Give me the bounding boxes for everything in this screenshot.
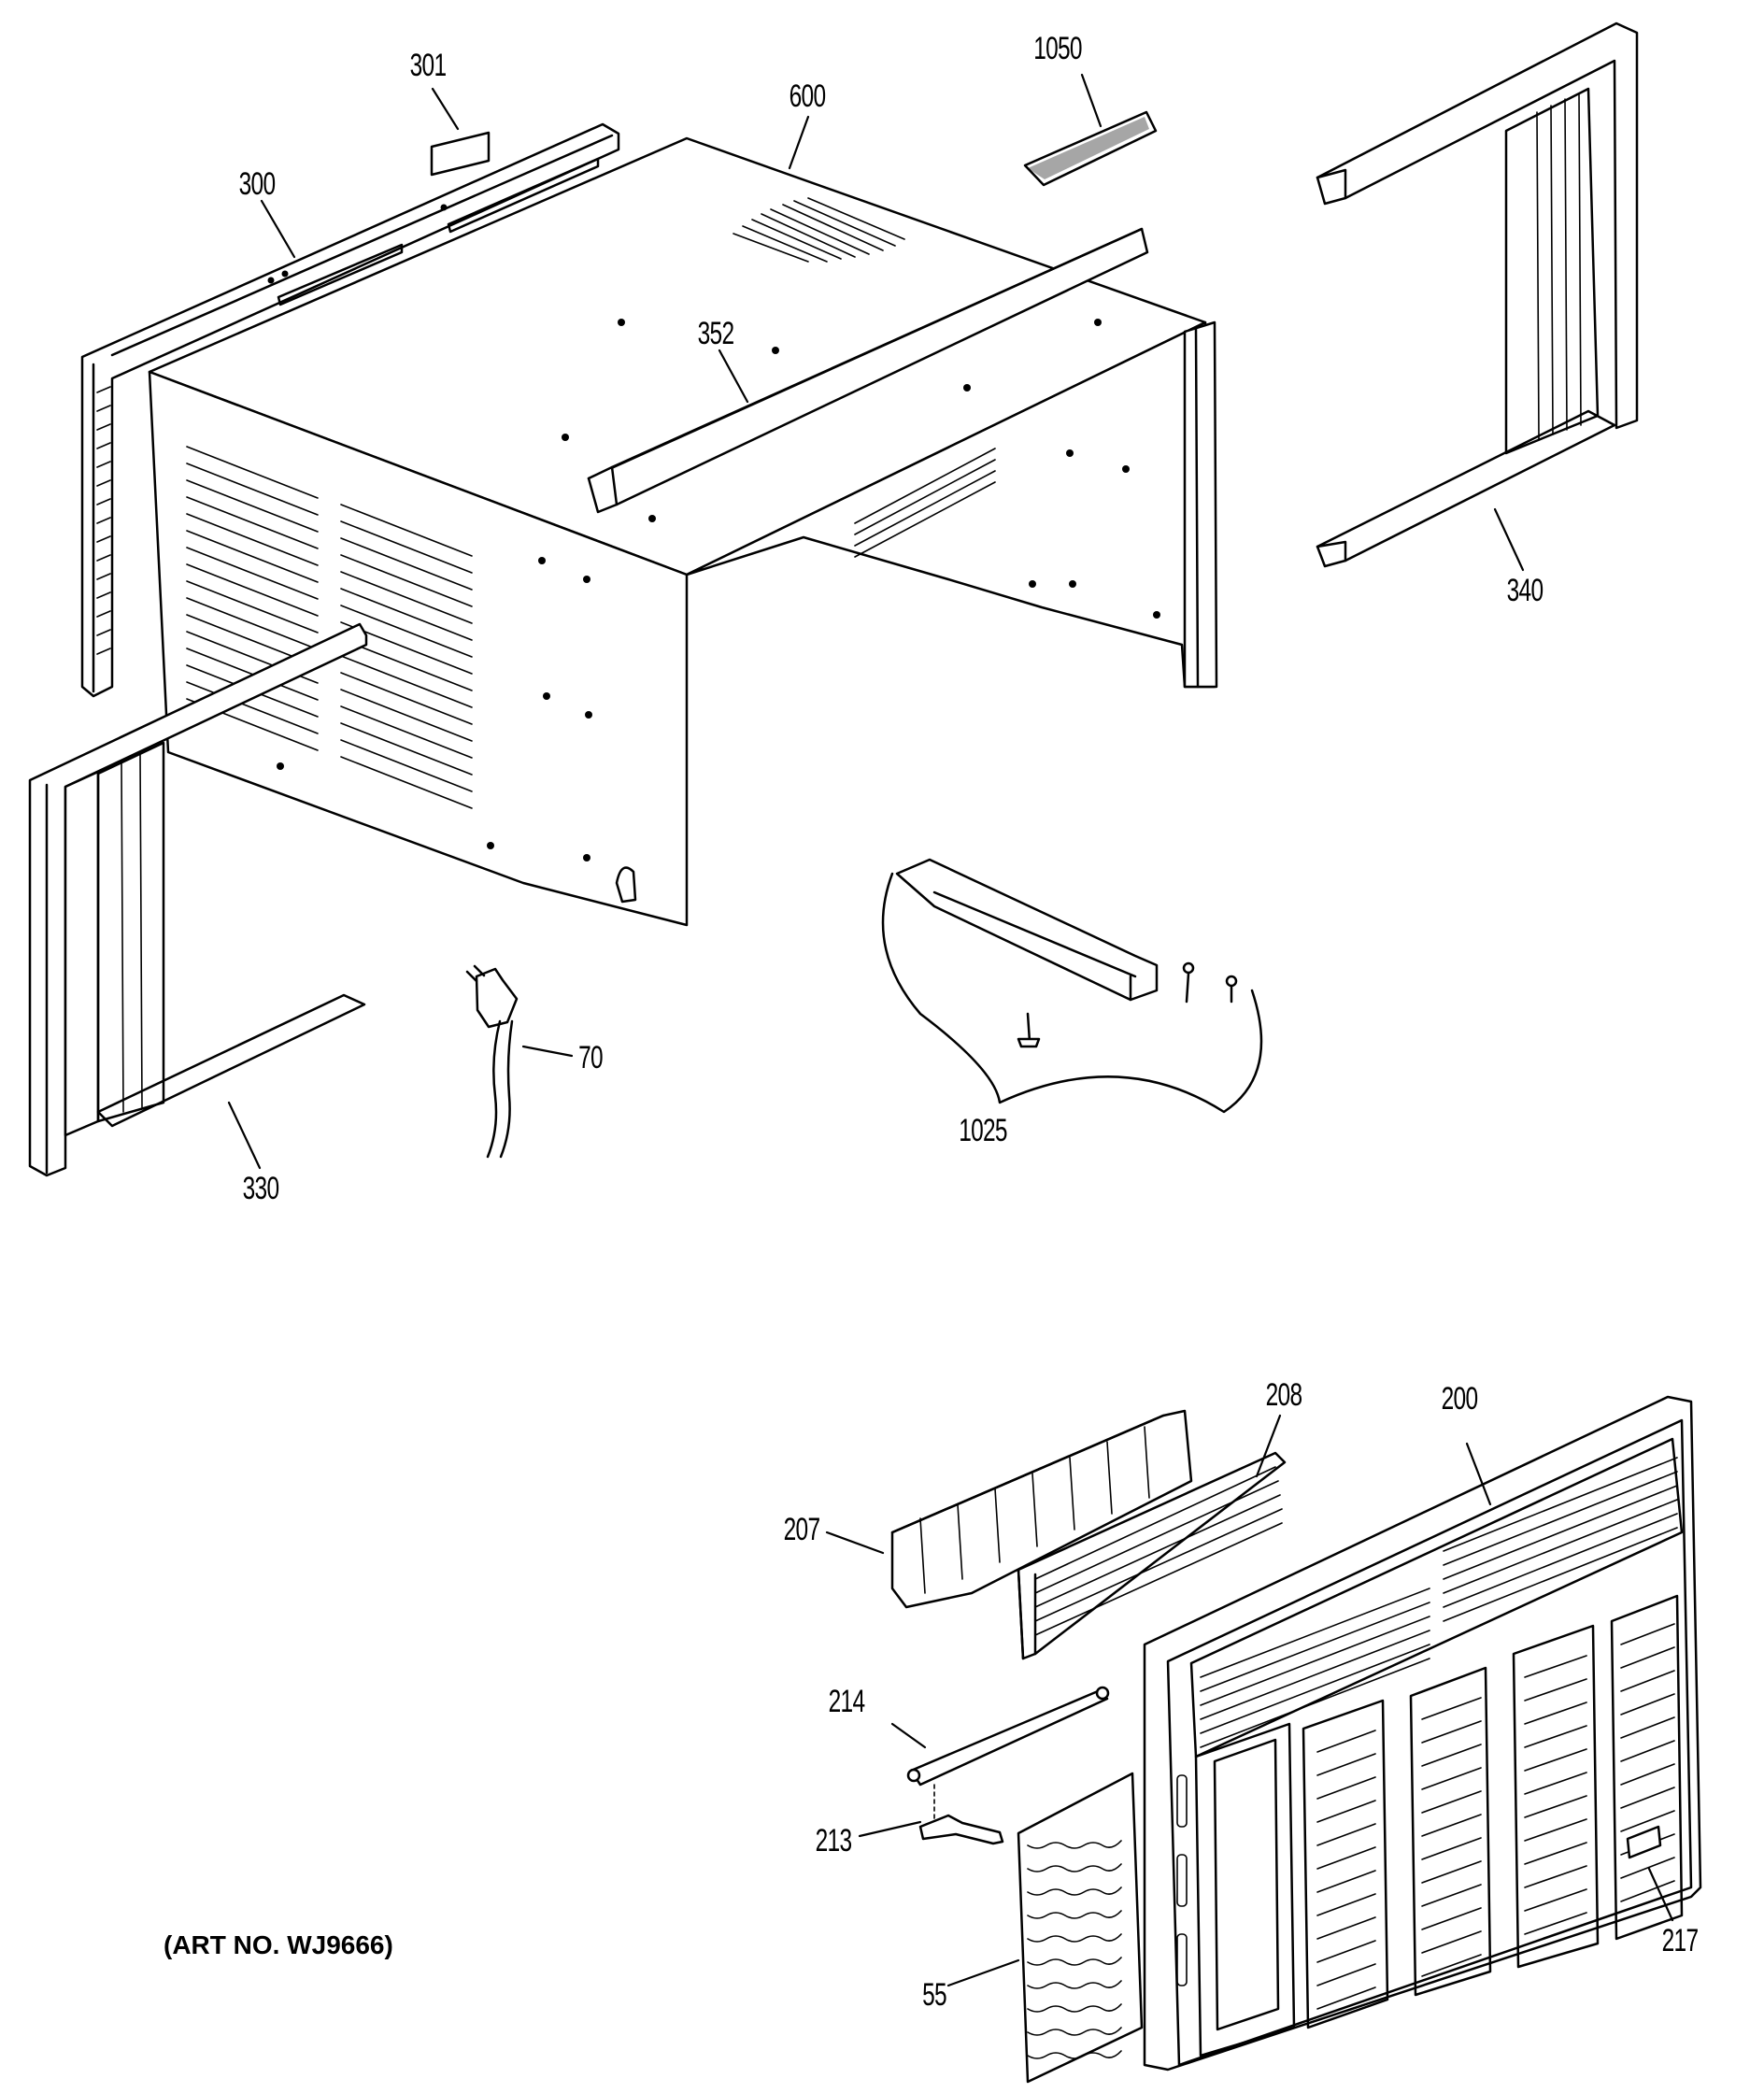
lever-213-drawing <box>918 1784 1004 1845</box>
filter-55-drawing <box>1017 1772 1144 2084</box>
part-label-70: 70 <box>578 1040 604 1075</box>
part-label-1050: 1050 <box>1033 31 1082 66</box>
part-label-600: 600 <box>789 78 826 114</box>
arm-214-drawing <box>906 1686 1110 1787</box>
leader-lines <box>227 73 1674 1987</box>
power-cord-70-drawing <box>465 964 519 1159</box>
right-channel-340-drawing <box>1316 21 1639 568</box>
left-channel-300-drawing <box>80 122 620 698</box>
front-panel-200-drawing <box>1143 1395 1702 2072</box>
part-label-55: 55 <box>922 1977 947 2013</box>
label-217-drawing <box>1626 1825 1662 1859</box>
part-label-330: 330 <box>242 1171 279 1206</box>
bracket-207-drawing <box>890 1409 1193 1609</box>
foam-1050-drawing <box>1023 110 1158 187</box>
left-frame-330-drawing <box>28 622 368 1177</box>
part-label-208: 208 <box>1265 1377 1302 1413</box>
part-label-300: 300 <box>238 166 276 202</box>
label-301-drawing <box>430 131 491 177</box>
rail-352-drawing <box>587 227 1149 514</box>
part-label-217: 217 <box>1661 1923 1699 1958</box>
part-label-214: 214 <box>828 1684 865 1719</box>
part-label-207: 207 <box>783 1512 820 1547</box>
part-label-301: 301 <box>409 48 447 83</box>
part-label-340: 340 <box>1506 573 1544 608</box>
bracket-kit-1025-drawing <box>881 858 1263 1114</box>
part-label-352: 352 <box>697 316 734 351</box>
louvre-208-drawing <box>1017 1451 1287 1660</box>
part-label-1025: 1025 <box>959 1113 1007 1148</box>
part-label-200: 200 <box>1441 1381 1478 1417</box>
part-label-213: 213 <box>815 1823 852 1858</box>
cabinet-600-drawing <box>148 136 1218 927</box>
art-number: (ART NO. WJ9666) <box>164 1930 393 1959</box>
